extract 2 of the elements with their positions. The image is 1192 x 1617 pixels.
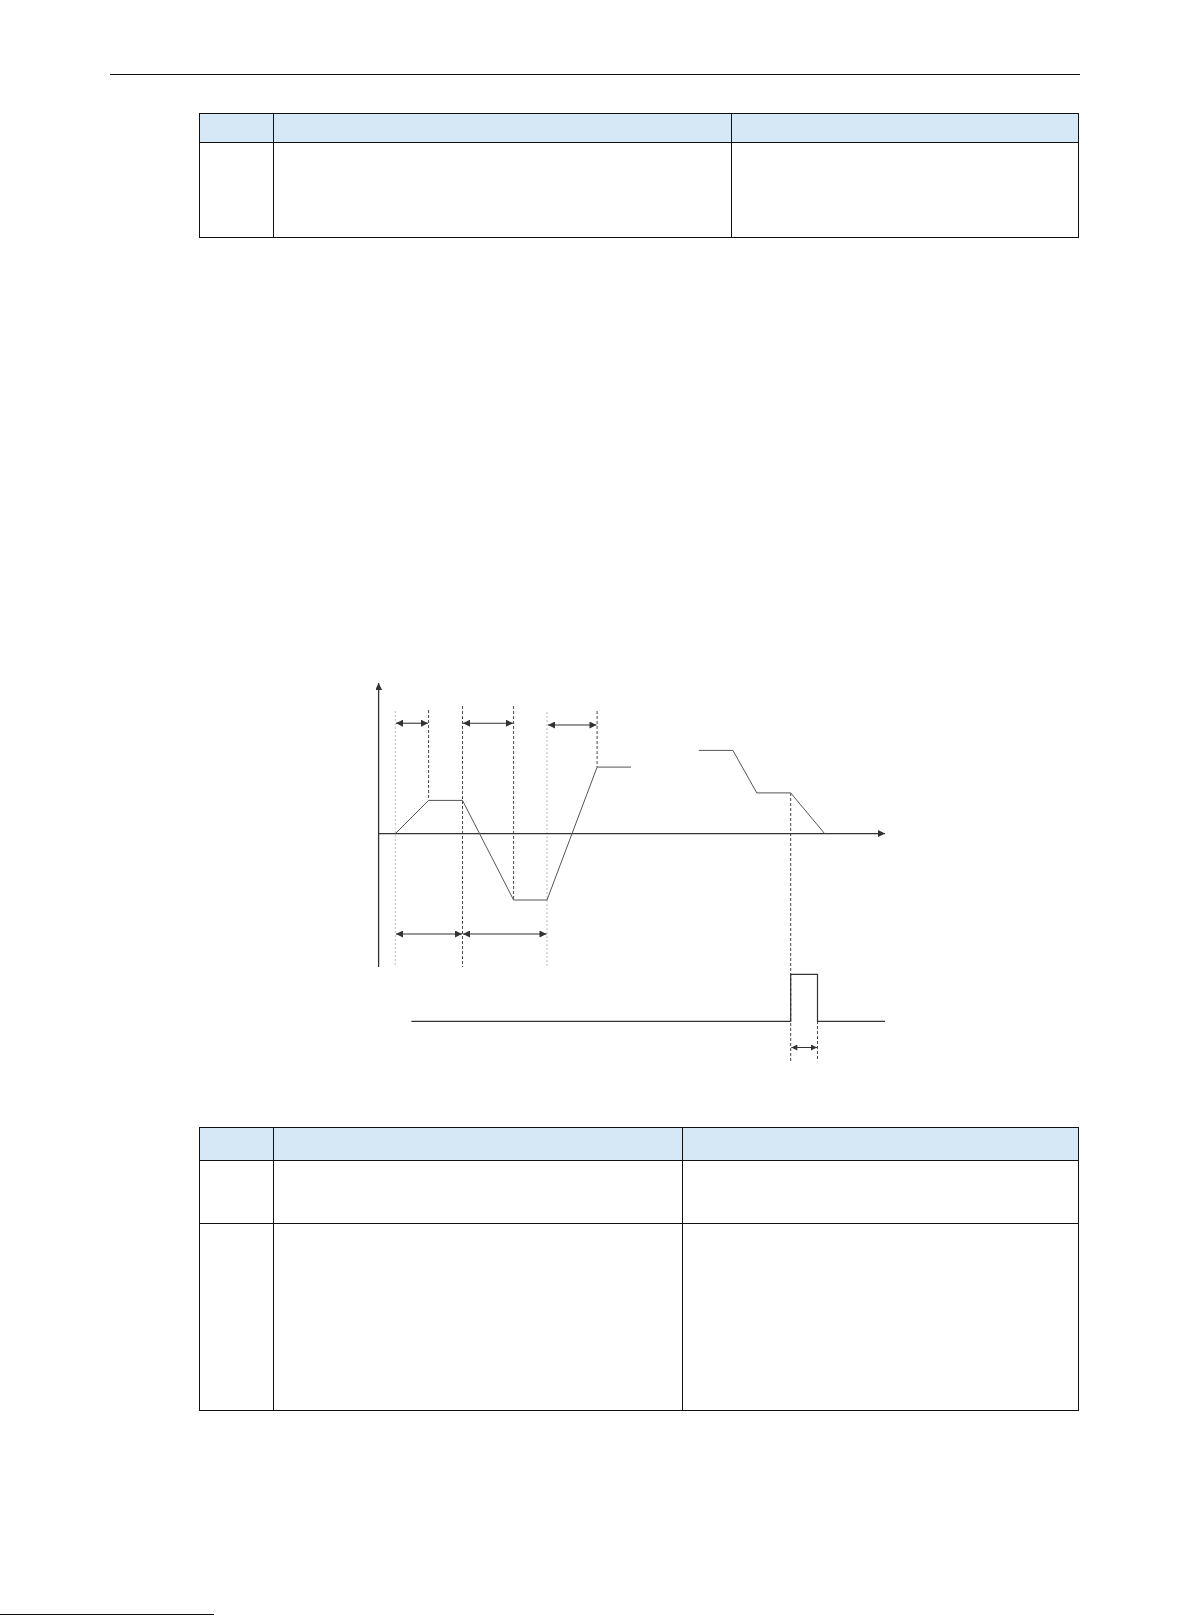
empty-table (199, 113, 1079, 238)
empty-table (199, 1127, 1079, 1411)
